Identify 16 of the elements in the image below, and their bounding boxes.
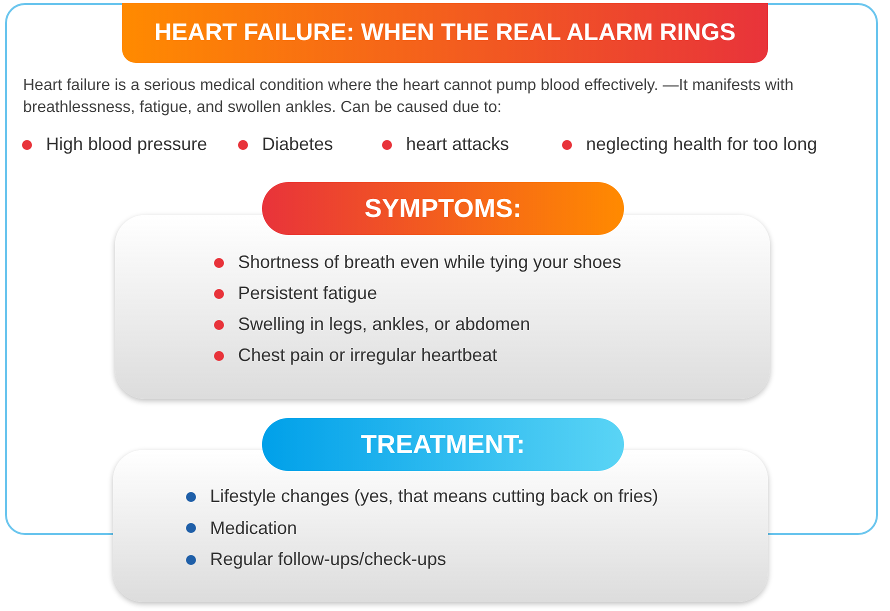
list-item: High blood pressure xyxy=(46,134,208,155)
list-item: neglecting health for too long xyxy=(586,134,818,155)
list-item: Diabetes xyxy=(262,134,334,155)
list-item: Regular follow-ups/check-ups xyxy=(210,549,446,570)
list-item: Shortness of breath even while tying your shoes xyxy=(238,252,622,273)
intro-paragraph: Heart failure is a serious medical condition where the heart cannot pump blood effectively. —It manifests with breathlessness, fatigue, and swollen ankles. Can be caused due to: xyxy=(23,76,794,118)
info-panel xyxy=(5,3,878,535)
list-item: Lifestyle changes (yes, that means cutting back on fries) xyxy=(210,486,658,507)
list-item: Swelling in legs, ankles, or abdomen xyxy=(238,314,530,335)
list-item: Medication xyxy=(210,518,298,538)
section-heading: SYMPTOMS: xyxy=(262,182,624,235)
title-banner: HEART FAILURE: WHEN THE REAL ALARM RINGS xyxy=(122,3,768,63)
list-item: Persistent fatigue xyxy=(238,283,378,304)
list-item: Chest pain or irregular heartbeat xyxy=(238,345,498,366)
section-heading: TREATMENT: xyxy=(262,418,624,471)
list-item: heart attacks xyxy=(406,134,510,155)
